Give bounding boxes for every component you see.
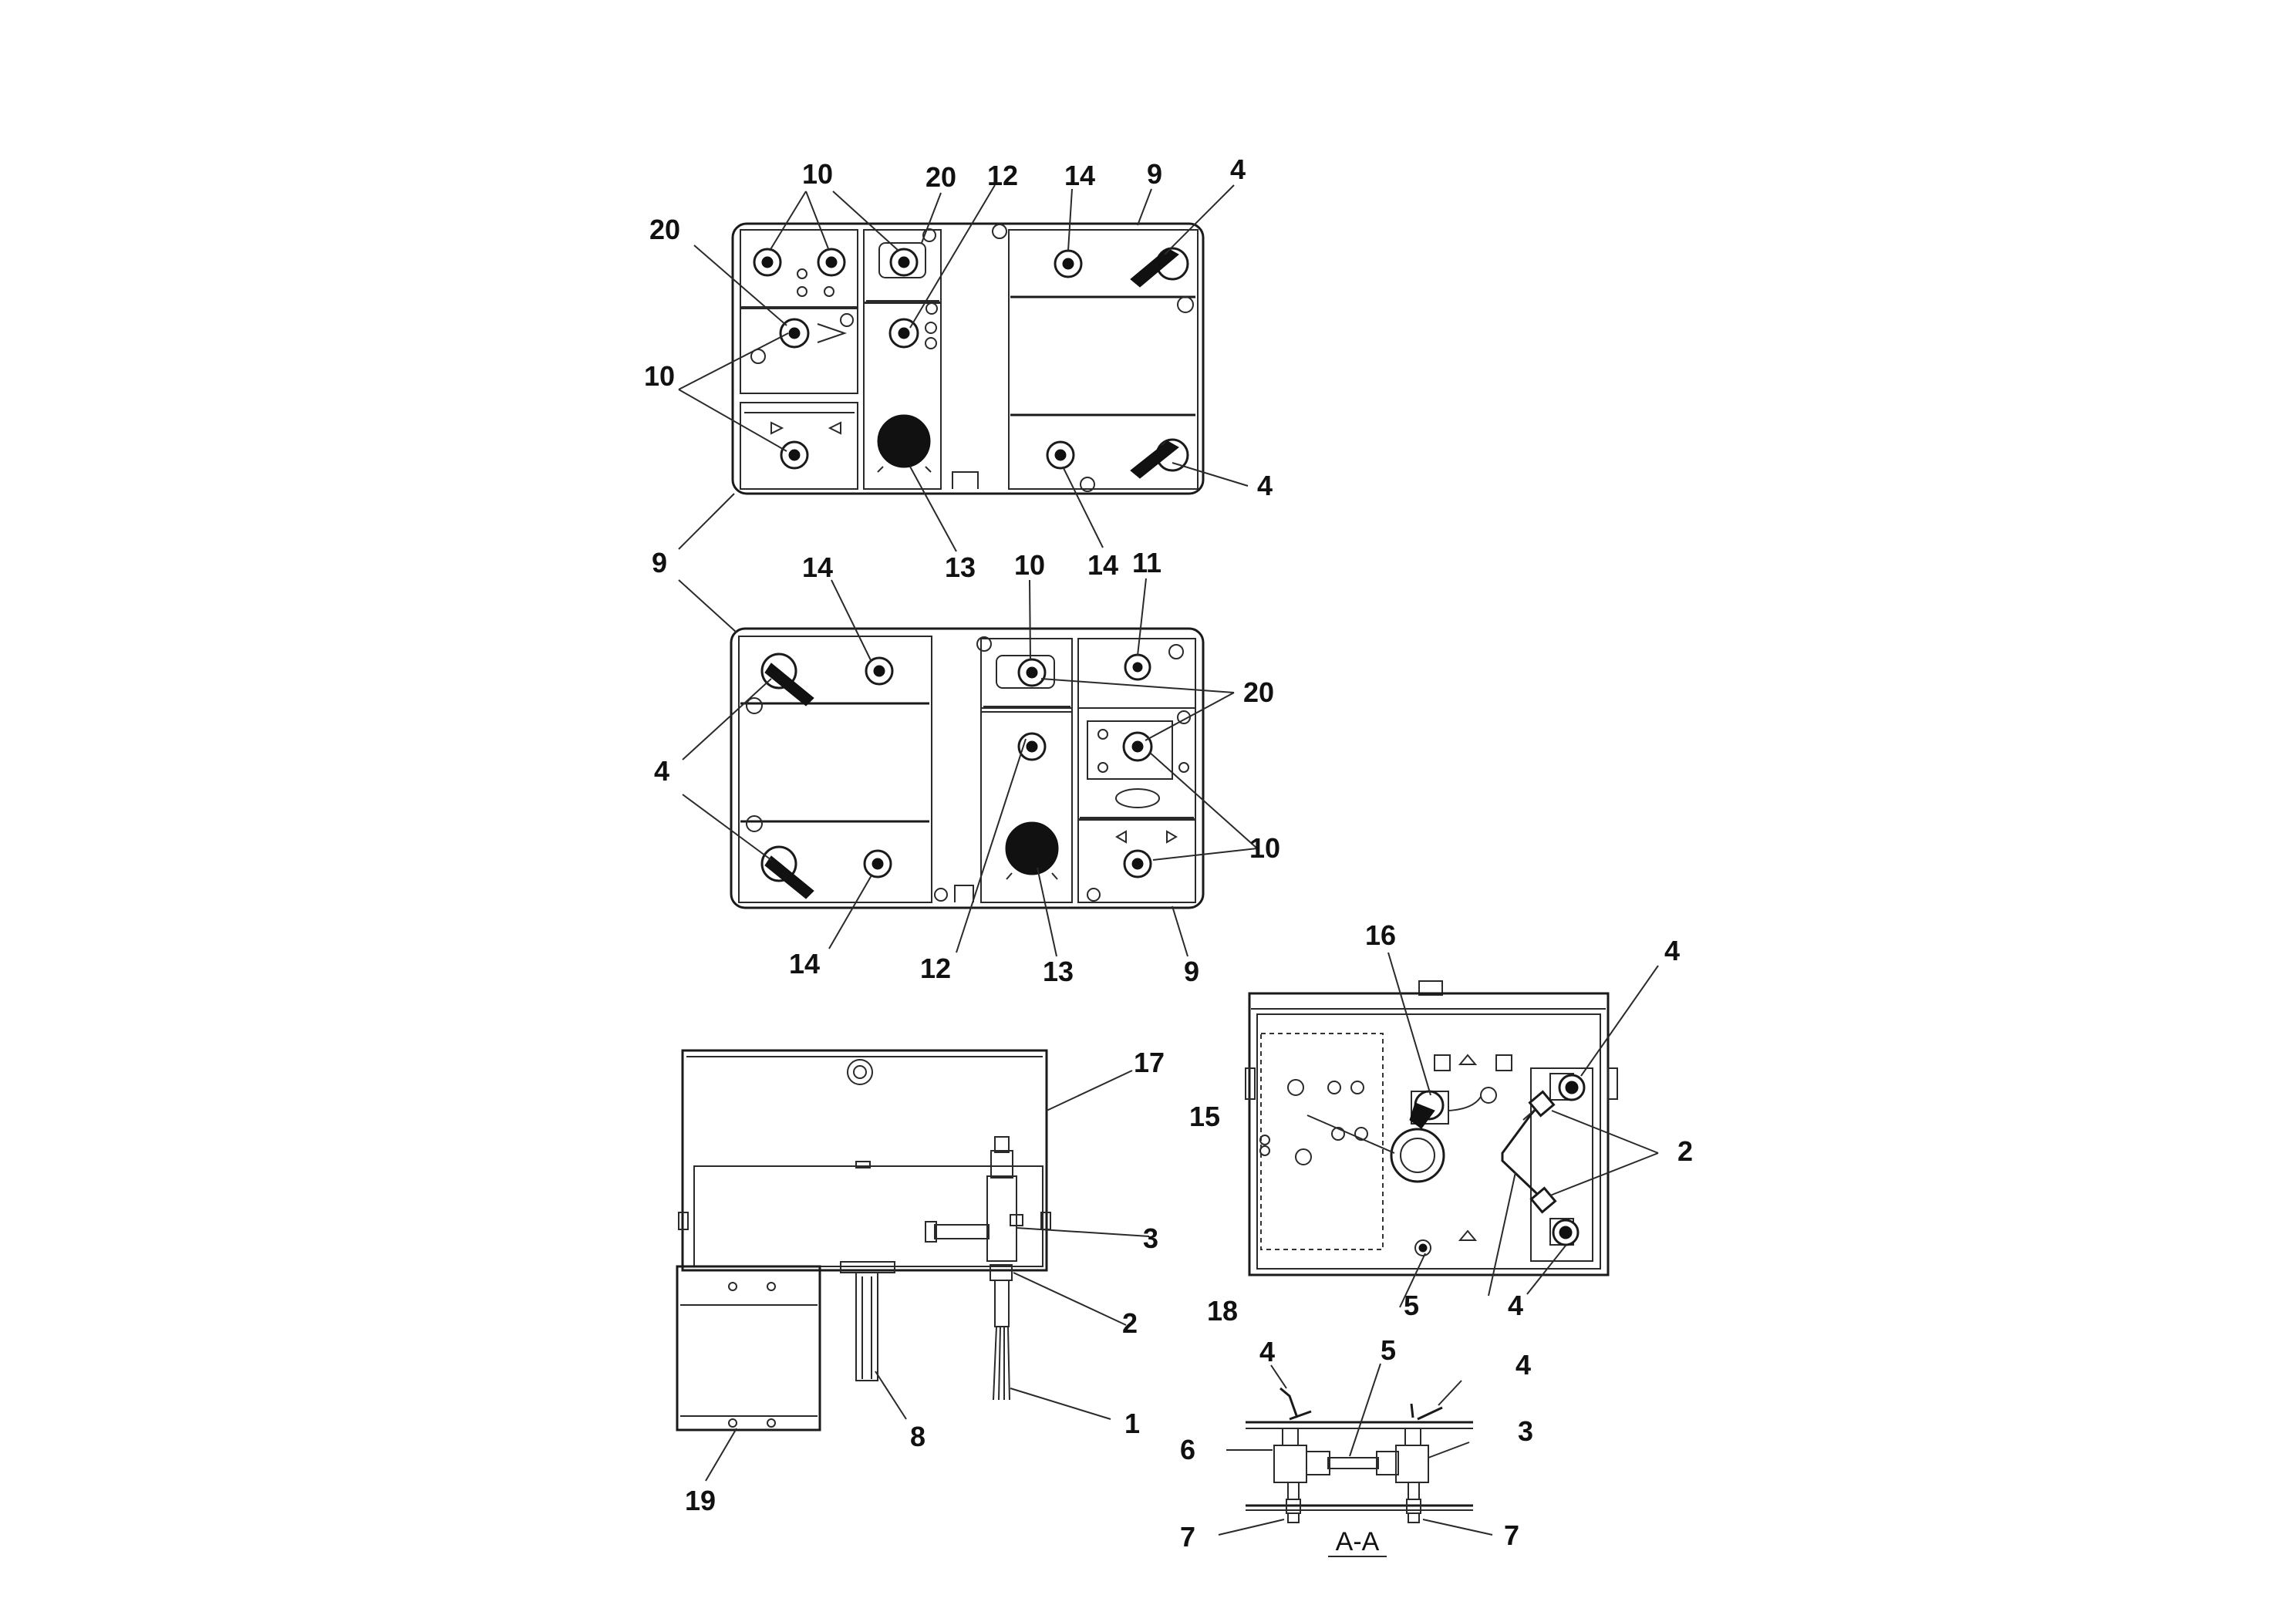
toggle-switch-icon [780,440,809,470]
callout-2: 2 [1122,1307,1138,1339]
valve-handle-icon [1130,247,1189,288]
section-caption: A-A [1336,1527,1380,1556]
callout-13: 13 [1043,956,1074,987]
callout-4: 4 [1230,153,1246,185]
toggle-switch-icon [889,248,919,277]
callout-4: 4 [1664,935,1680,966]
toggle-switch-icon [753,248,782,277]
side-view [676,1049,1150,1482]
callout-12: 12 [987,160,1018,191]
callout-14: 14 [802,551,833,583]
toggle-switch-icon [779,318,810,349]
valve-handle-icon [1130,438,1189,479]
callout-10: 10 [1014,549,1045,581]
toggle-switch-icon [863,849,892,878]
callout-5: 5 [1404,1290,1419,1321]
callout-20: 20 [649,214,680,245]
toggle-switch-icon [1122,731,1153,762]
callout-14: 14 [789,948,820,980]
callout-8: 8 [910,1421,925,1452]
box-view [1245,952,1659,1308]
callout-1: 1 [1124,1408,1140,1439]
callout-3: 3 [1518,1415,1533,1447]
callout-4: 4 [654,755,669,787]
valve-icon [1558,1074,1586,1101]
middle-control-panel [678,578,1258,957]
callout-6: 6 [1180,1434,1195,1465]
callout-19: 19 [685,1485,716,1516]
callout-7: 7 [1180,1521,1195,1553]
callout-9: 9 [1147,158,1162,190]
callout-4: 4 [1259,1336,1275,1367]
callout-4: 4 [1508,1290,1523,1321]
toggle-switch-icon [865,656,894,686]
toggle-switch-icon [1046,440,1075,470]
callout-20: 20 [1243,676,1274,708]
callout-labels: 10 20 12 14 9 4 20 10 9 13 14 4 14 10 11… [644,153,1693,1553]
callout-20: 20 [925,161,956,193]
callout-12: 12 [920,953,951,984]
callout-9: 9 [652,547,667,578]
callout-13: 13 [945,551,976,583]
toggle-switch-icon [1124,653,1151,681]
toggle-switch-icon [1054,249,1083,278]
callout-10: 10 [1249,832,1280,864]
callout-5: 5 [1381,1334,1396,1366]
callout-16: 16 [1365,919,1396,951]
callout-4: 4 [1515,1349,1531,1381]
top-control-panel [678,184,1249,552]
toggle-switch-icon [1123,849,1152,878]
rotary-knob-icon [1005,821,1059,880]
callout-15: 15 [1189,1101,1220,1132]
callout-9: 9 [1184,956,1199,987]
callout-10: 10 [644,360,675,392]
callout-17: 17 [1134,1047,1165,1078]
valve-handle-icon [760,845,814,899]
callout-18: 18 [1207,1295,1238,1327]
callout-10: 10 [802,158,833,190]
callout-2: 2 [1677,1135,1693,1167]
callout-3: 3 [1143,1222,1158,1254]
section-a-a: A-A [1218,1363,1493,1557]
callout-11: 11 [1132,547,1161,578]
callout-4: 4 [1257,470,1273,501]
toggle-switch-icon [817,248,846,277]
toggle-switch-icon [1017,658,1047,687]
callout-14: 14 [1087,549,1118,581]
valve-icon [1552,1219,1580,1246]
callout-14: 14 [1064,160,1095,191]
callout-7: 7 [1504,1519,1519,1551]
rotary-knob-icon [877,414,932,473]
toggle-switch-icon [888,318,919,349]
